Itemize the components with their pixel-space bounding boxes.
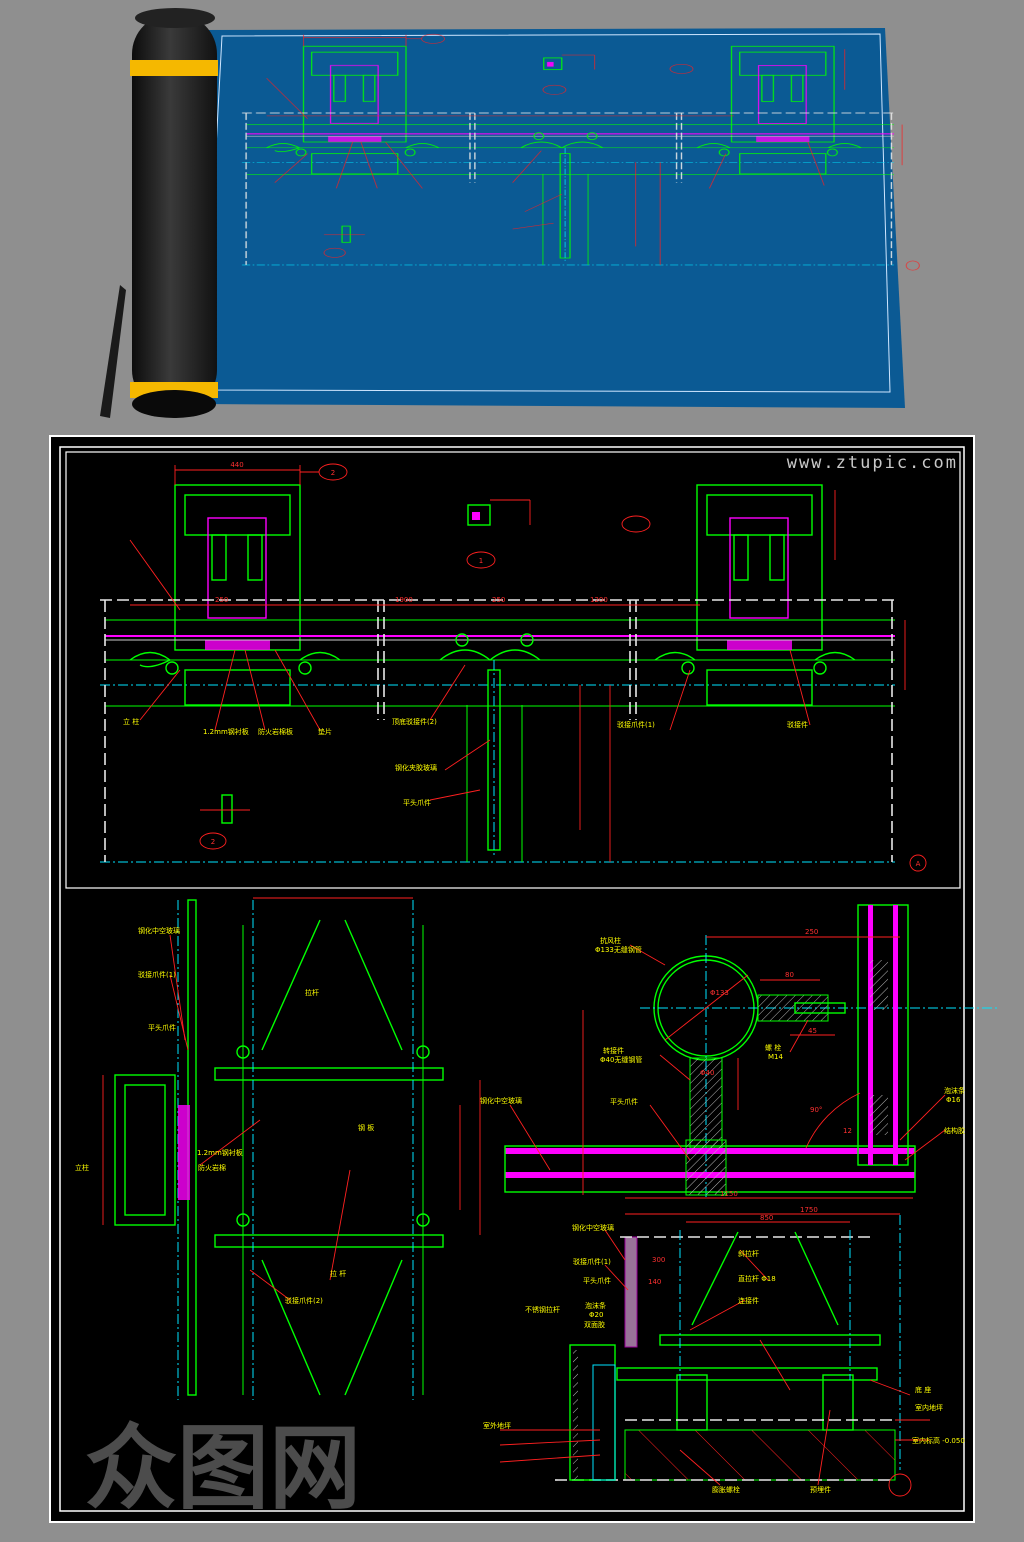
callout-label: 立 柱 xyxy=(123,717,139,726)
dim-label: 1150 xyxy=(720,1190,738,1198)
callout-label: 不锈钢拉杆 xyxy=(525,1305,560,1314)
callout-label: 防火岩棉板 xyxy=(258,727,293,736)
dim-label: 300 xyxy=(652,1256,665,1264)
callout-label: 泡沫条 xyxy=(585,1301,606,1310)
callout-label: 预埋件 xyxy=(810,1485,831,1494)
dim-label: 45 xyxy=(808,1027,817,1035)
callout-label: 驳接爪件(1) xyxy=(617,720,655,729)
detail-marker: 2 xyxy=(211,838,215,846)
callout-label: Φ133无缝钢管 xyxy=(595,945,642,954)
dim-label: Φ133 xyxy=(710,989,729,997)
watermark-url: www.ztupic.com xyxy=(787,453,958,473)
callout-label: Φ20 xyxy=(589,1311,603,1319)
callout-label: 室内标高 -0.050 xyxy=(912,1436,965,1445)
callout-label: 连接件 xyxy=(738,1296,759,1305)
callout-label: 底 座 xyxy=(915,1385,931,1394)
callout-label: 室外地坪 xyxy=(483,1421,511,1430)
callout-label: 直拉杆 Φ18 xyxy=(738,1274,776,1283)
callout-label: 驳接爪件(1) xyxy=(138,970,176,979)
plan-view: 2 1 2 A 440 250 1900 250 1200 立 柱 1.2mm钢… xyxy=(99,461,927,872)
logo-text: 众图网 xyxy=(85,1415,361,1522)
callout-label: 斜拉杆 xyxy=(738,1249,759,1258)
dim-label: 1200 xyxy=(590,596,608,604)
blueprint-sheet xyxy=(198,28,921,408)
callout-label: 钢化中空玻璃 xyxy=(572,1223,614,1232)
dim-label: 850 xyxy=(760,1214,773,1222)
callout-label: 钢化中空玻璃 xyxy=(138,926,180,935)
pen xyxy=(100,285,126,418)
callout-label: 驳接件 xyxy=(787,720,808,729)
callout-label: 拉杆 xyxy=(305,988,319,997)
dim-label: Φ40 xyxy=(700,1069,714,1077)
callout-label: 钢 板 xyxy=(358,1123,374,1132)
site-logo-watermark: 众图网 xyxy=(85,1415,361,1522)
dim-label: 1900 xyxy=(395,596,413,604)
callout-label: 平头爪件 xyxy=(148,1023,176,1032)
dim-label: 90° xyxy=(810,1106,822,1114)
elevation-left: 钢化中空玻璃 驳接爪件(1) 平头爪件 拉杆 1.2mm钢衬板 防火岩棉 驳接爪… xyxy=(75,897,481,1400)
callout-label: 拉 杆 xyxy=(330,1269,346,1278)
callout-label: Φ16 xyxy=(946,1096,961,1104)
dim-label: 12 xyxy=(843,1127,852,1135)
callout-label: Φ40无缝钢管 xyxy=(600,1055,642,1064)
dim-label: 440 xyxy=(230,461,243,469)
callout-label: 驳接爪件(1) xyxy=(573,1257,611,1266)
callout-label: 平头爪件 xyxy=(610,1097,638,1106)
callout-label: 驳接爪件(2) xyxy=(285,1296,323,1305)
callout-label: 平头爪件 xyxy=(403,798,431,807)
base-detail: 钢化中空玻璃 驳接爪件(1) 平头爪件 泡沫条 Φ20 双面胶 不锈钢拉杆 斜拉… xyxy=(483,1206,965,1497)
callout-label: M14 xyxy=(768,1053,783,1061)
callout-label: 钢化中空玻璃 xyxy=(480,1096,522,1105)
plan-view-frame xyxy=(65,451,961,889)
axis-marker: A xyxy=(916,860,921,868)
callout-label: 钢化夹胶玻璃 xyxy=(395,763,437,772)
callout-label: 1.2mm钢衬板 xyxy=(203,727,249,736)
dim-label: 1750 xyxy=(800,1206,818,1214)
dim-label: 80 xyxy=(785,971,794,979)
callout-label: 1.2mm钢衬板 xyxy=(197,1148,243,1157)
detail-marker: 1 xyxy=(479,557,483,565)
callout-label: 结构胶 xyxy=(944,1126,965,1135)
callout-label: 膨胀螺栓 xyxy=(712,1485,740,1494)
section-detail: 抗风柱 Φ133无缝钢管 转接件 Φ40无缝钢管 平头爪件 螺 栓 M14 泡沫… xyxy=(480,904,1000,1200)
detail-marker: 2 xyxy=(331,469,335,477)
callout-label: 垫片 xyxy=(318,727,332,736)
dim-label: 250 xyxy=(492,596,505,604)
dim-label: 250 xyxy=(215,596,228,604)
cad-panel xyxy=(49,435,975,1523)
callout-label: 室内地坪 xyxy=(915,1403,943,1412)
callout-label: 顶底驳接件(2) xyxy=(392,717,437,726)
callout-label: 泡沫条 xyxy=(944,1086,965,1095)
callout-label: 螺 栓 xyxy=(765,1043,781,1052)
callout-label: 转接件 xyxy=(603,1046,624,1055)
paper-roll xyxy=(130,8,218,418)
callout-label: 防火岩棉 xyxy=(198,1163,226,1172)
callout-label: 平头爪件 xyxy=(583,1276,611,1285)
callout-label: 立柱 xyxy=(75,1163,89,1172)
dim-label: 140 xyxy=(648,1278,661,1286)
callout-label: 抗风柱 xyxy=(600,936,621,945)
callout-label: 双面胶 xyxy=(584,1320,605,1329)
dim-label: 250 xyxy=(805,928,818,936)
